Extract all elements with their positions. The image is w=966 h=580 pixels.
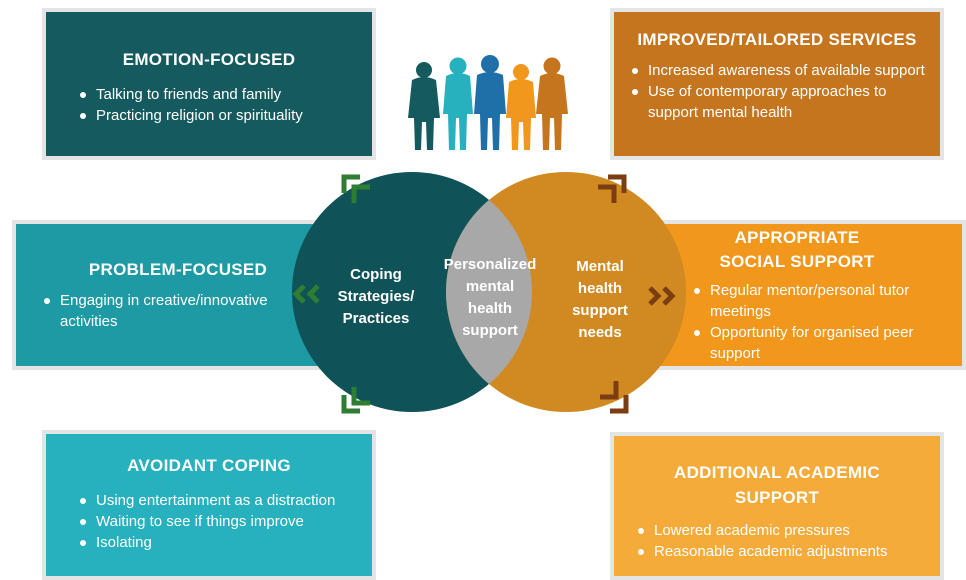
list-item: Using entertainment as a distraction [74,490,372,511]
venn-left-label: Coping Strategies/ Practices [337,266,415,327]
academic-support-title: ADDITIONAL ACADEMIC SUPPORT [674,463,880,507]
social-support-list: Regular mentor/personal tutor meetings O… [688,280,958,364]
arrow-to-problem-focused-icon [292,284,320,304]
arrow-to-social-support-icon [648,286,676,306]
avoidant-coping-title: AVOIDANT COPING [127,456,291,475]
list-item: Reasonable academic adjustments [632,541,940,562]
list-item: Practicing religion or spirituality [74,105,372,126]
list-item: Regular mentor/personal tutor meetings [688,280,958,322]
social-support-title: APPROPRIATE SOCIAL SUPPORT [719,228,875,271]
avoidant-coping-list: Using entertainment as a distraction Wai… [74,490,372,553]
improved-services-box: IMPROVED/TAILORED SERVICES Increased awa… [610,8,944,160]
problem-focused-list: Engaging in creative/innovative activiti… [38,290,308,332]
list-item: Increased awareness of available support [626,60,926,81]
list-item: Isolating [74,532,372,553]
emotion-focused-title: EMOTION-FOCUSED [122,50,296,69]
venn-right-label: Mental health support needs [572,258,628,341]
person-icon [506,64,536,150]
list-item: Engaging in creative/innovative activiti… [38,290,308,332]
emotion-focused-box: EMOTION-FOCUSED Talking to friends and f… [42,8,376,160]
academic-support-box: ADDITIONAL ACADEMIC SUPPORT Lowered acad… [610,432,944,580]
improved-services-list: Increased awareness of available support… [626,60,926,123]
problem-focused-title: PROBLEM-FOCUSED [88,260,268,279]
arrow-to-improved-services-icon [598,174,627,203]
people-group-icon [408,55,568,150]
emotion-focused-list: Talking to friends and family Practicing… [74,84,372,126]
person-icon [408,62,440,150]
list-item: Use of contemporary approaches to suppor… [626,81,926,123]
arrow-to-avoidant-coping-icon [341,387,370,414]
list-item: Waiting to see if things improve [74,511,372,532]
list-item: Lowered academic pressures [632,520,940,541]
arrow-to-academic-support-icon [600,381,629,414]
person-icon [536,57,568,150]
academic-support-list: Lowered academic pressures Reasonable ac… [632,520,940,562]
person-icon [443,57,473,150]
avoidant-coping-box: AVOIDANT COPING Using entertainment as a… [42,430,376,580]
list-item: Talking to friends and family [74,84,372,105]
venn-center-label: Personalized mental health support [443,256,537,339]
venn-overlap [446,172,532,412]
improved-services-title: IMPROVED/TAILORED SERVICES [637,30,917,49]
person-icon [474,55,506,150]
list-item: Opportunity for organised peer support [688,322,958,364]
arrow-to-emotion-focused-icon [341,174,370,203]
